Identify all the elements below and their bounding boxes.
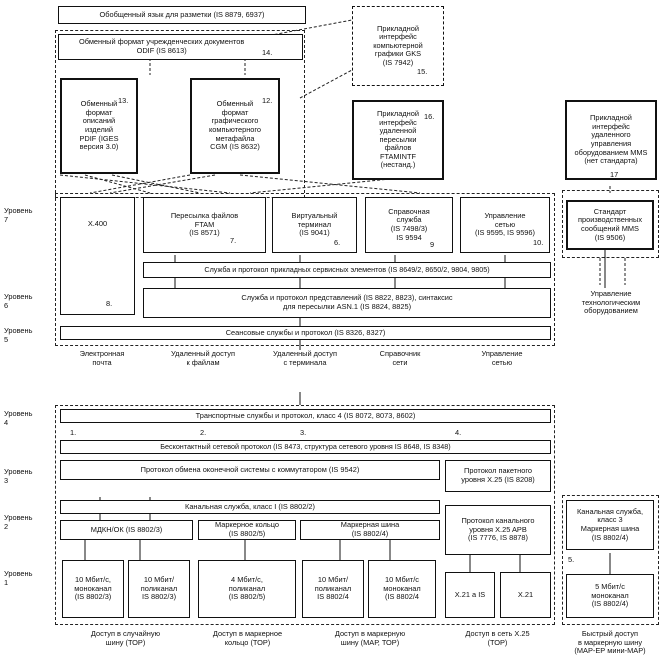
caption-x25-access: Доступ в сеть X.25 (ТОР) (465, 629, 530, 647)
cgm-number: 12. (262, 96, 273, 105)
caption-netmgmt: Управление сетью (481, 349, 523, 367)
level-1-label: Уровень 1 (4, 569, 33, 587)
phy-token-bus-mono-box: 10 Мбит/с моноканал (IS 8802/4 (368, 560, 436, 618)
caption-token-ring-access: Доступ в маркерное кольцо (ТОР) (212, 629, 283, 647)
lower-stack-outline (55, 405, 555, 625)
directory-service-box: Справочная служба (IS 7498/3) IS 9594 (365, 197, 453, 253)
session-box: Сеансовые службы и протокол (IS 8326, 83… (60, 326, 551, 340)
gks-number: 15. (417, 67, 428, 76)
level-4-label: Уровень 4 (4, 409, 33, 427)
phy-csma-mono-box: 10 Мбит/с, моноканал (IS 8802/3) (62, 560, 124, 618)
level-7-label: Уровень 7 (4, 206, 33, 224)
phy-token-ring-box: 4 Мбит/с, поликанал (IS 8802/5) (198, 560, 296, 618)
stack-5-number: 5. (568, 555, 575, 564)
x21-is-box: X.21 a IS (445, 572, 495, 618)
csma-cd-box: МДКН/ОК (IS 8802/3) (60, 520, 193, 540)
cgm-box: Обменный формат графического компьютерно… (190, 78, 280, 174)
phy-csma-poly-box: 10 Мбит/ поликанал IS 8802/3) (128, 560, 190, 618)
ftam-number: 7. (230, 236, 237, 245)
stack-2-number: 2. (200, 428, 207, 437)
x25-lapb-box: Протокол канального уровня X.25 APB (IS … (445, 505, 551, 555)
caption-fast-token-bus-access: Быстрый доступ в маркерную шину (МАР-ЕР … (574, 629, 646, 656)
mms-outer-box (562, 190, 659, 258)
caption-random-access-bus: Доступ в случайную шину (ТОР) (90, 629, 161, 647)
caption-directory: Справочник сети (379, 349, 421, 367)
caption-file-access: Удаленный доступ к файлам (171, 349, 235, 367)
caption-equipment: Управление технологическим оборудованием (581, 289, 641, 316)
llc-class3-box: Канальная служба, класс 3 Маркерная шина… (566, 500, 654, 550)
x21-box: X.21 (500, 572, 551, 618)
upper-stack-outline (55, 193, 555, 346)
netmgmt-number: 10. (533, 238, 544, 247)
level-5-label: Уровень 5 (4, 326, 33, 344)
es-is-protocol-box: Протокол обмена оконечной системы с комм… (60, 460, 440, 480)
pdif-number: 13. (118, 96, 129, 105)
vt-number: 6. (334, 238, 341, 247)
x25-packet-box: Протокол пакетного уровня X.25 (IS 8208) (445, 460, 551, 492)
ftamintf-box: Прикладной интерфейс удаленной пересылки… (352, 100, 444, 180)
stack-1-number: 1. (70, 428, 77, 437)
level-6-label: Уровень 6 (4, 292, 33, 310)
mms-api-box: Прикладной интерфейс удаленного управлен… (565, 100, 657, 180)
ftamintf-number: 16. (424, 112, 435, 121)
dir-number: 9 (430, 240, 435, 249)
ase-box: Служба и протокол прикладных сервисных э… (143, 262, 551, 278)
x400-box: X.400 (60, 197, 135, 315)
token-ring-box: Маркерное кольцо (IS 8802/5) (198, 520, 296, 540)
pdif-box: Обменный формат описаний изделий PDIF (I… (60, 78, 138, 174)
virtual-terminal-box: Виртуальный терминал (IS 9041) (272, 197, 357, 253)
network-management-box: Управление сетью (IS 9595, IS 9596) (460, 197, 550, 253)
caption-terminal-access: Удаленный доступ с терминала (273, 349, 337, 367)
x400-number: 8. (106, 299, 113, 308)
gks-box: Прикладной интерфейс компьютерной график… (352, 6, 444, 86)
level-2-label: Уровень 2 (4, 513, 33, 531)
markup-language-box: Обобщенный язык для разметки (IS 8879, 6… (58, 6, 306, 24)
caption-email: Электронная почта (79, 349, 125, 367)
connectionless-network-box: Бесконтактный сетевой протокол (IS 8473,… (60, 440, 551, 454)
transport-box: Транспортные службы и протокол, класс 4 … (60, 409, 551, 423)
mms-api-number: 17 (610, 170, 619, 179)
level-3-label: Уровень 3 (4, 467, 33, 485)
odif-box: Обменный формат учрежденческих документо… (58, 34, 303, 60)
llc-class1-box: Канальная служба, класс I (IS 8802/2) (60, 500, 440, 514)
caption-token-bus-access: Доступ в маркерную шину (МАР, ТОР) (334, 629, 406, 647)
odif-number: 14. (262, 48, 273, 57)
stack-3-number: 3. (300, 428, 307, 437)
mms-standard-box: Стандарт производственных сообщений MMS … (566, 200, 654, 250)
presentation-box: Служба и протокол представлений (IS 8822… (143, 288, 551, 318)
stack-4-number: 4. (455, 428, 462, 437)
token-bus-box: Маркерная шина (IS 8802/4) (300, 520, 440, 540)
map-ep-outer-box (562, 495, 659, 625)
phy-token-bus-poly-box: 10 Мбит/ поликанал IS 8802/4 (302, 560, 364, 618)
ftam-box: Пересылка файлов FTAM (IS 8571) (143, 197, 266, 253)
phy-map-ep-box: 5 Мбит/с моноканал (IS 8802/4) (566, 574, 654, 618)
